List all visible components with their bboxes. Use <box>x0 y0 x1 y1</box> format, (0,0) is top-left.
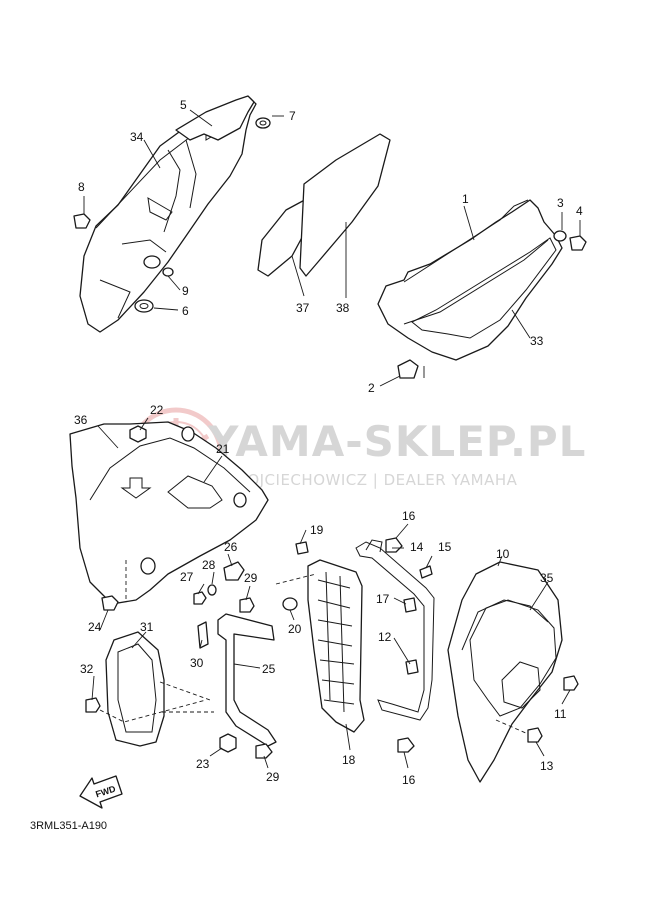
part-4-bolt <box>569 235 587 251</box>
part-27-bolt <box>193 591 207 605</box>
callout-35: 35 <box>540 571 554 585</box>
callout-37: 37 <box>296 301 310 315</box>
callouts: 1 2 3 4 5 6 7 8 9 10 11 12 13 14 15 16 1… <box>74 98 583 787</box>
part-30-plate <box>197 621 209 649</box>
part-29-bolt-lower <box>255 743 273 759</box>
callout-13: 13 <box>540 759 554 773</box>
callout-25: 25 <box>262 662 276 676</box>
part-21-damper <box>140 426 247 575</box>
part-25-stay <box>217 613 277 747</box>
callout-10: 10 <box>496 547 510 561</box>
part-28-collar <box>207 584 217 596</box>
callout-14: 14 <box>410 540 424 554</box>
part-24-bolt <box>101 595 119 611</box>
callout-19: 19 <box>310 523 324 537</box>
callout-17: 17 <box>376 592 390 606</box>
callout-3: 3 <box>557 196 564 210</box>
part-1-side-cover <box>377 199 563 361</box>
callout-24: 24 <box>88 620 102 634</box>
callout-2: 2 <box>368 381 375 395</box>
callout-16-upper: 16 <box>402 509 416 523</box>
callout-11: 11 <box>554 707 567 721</box>
callout-31: 31 <box>140 620 154 634</box>
callout-33: 33 <box>530 334 544 348</box>
callout-27: 27 <box>180 570 194 584</box>
callout-34: 34 <box>130 130 144 144</box>
callout-16-lower: 16 <box>402 773 416 787</box>
part-13-bolt <box>527 727 543 743</box>
callout-28: 28 <box>202 558 216 572</box>
watermark-title: YAMA-SKLEP.PL <box>207 417 586 466</box>
callout-6: 6 <box>182 304 189 318</box>
part-22-nut <box>129 425 147 443</box>
callout-26: 26 <box>224 540 238 554</box>
part-26-bracket <box>223 561 245 581</box>
part-20-grommet <box>282 597 298 611</box>
part-23-nut <box>219 733 237 753</box>
part-5-cover-bracket <box>175 95 255 141</box>
part-12-nut <box>405 659 419 675</box>
fwd-arrow-icon: FWD <box>79 775 123 809</box>
callout-29-upper: 29 <box>244 571 258 585</box>
watermark-subtitle: WOJCIECHOWICZ | DEALER YAMAHA <box>232 471 518 489</box>
part-29-bolt-upper <box>239 597 255 613</box>
part-17-nut <box>403 597 417 613</box>
part-16-bolt-upper <box>385 537 403 553</box>
callout-1: 1 <box>462 192 469 206</box>
part-33-decal <box>411 237 557 339</box>
callout-9: 9 <box>182 284 189 298</box>
callout-20: 20 <box>288 622 302 636</box>
part-35-decal <box>469 599 557 717</box>
part-3-collar <box>553 230 567 242</box>
callout-18: 18 <box>342 753 356 767</box>
callout-38: 38 <box>336 301 350 315</box>
part-32-bolt <box>85 697 101 713</box>
callout-23: 23 <box>196 757 210 771</box>
leader-lines <box>83 109 581 769</box>
part-16-bolt-lower <box>397 737 415 753</box>
diagram-code: 3RML351-A190 <box>30 820 107 832</box>
callout-21: 21 <box>216 442 230 456</box>
part-8-bolt <box>73 213 91 229</box>
part-36-air-scoop <box>69 421 269 605</box>
callout-29-lower: 29 <box>266 770 280 784</box>
callout-4: 4 <box>576 204 583 218</box>
part-14-radiator-frame <box>355 539 435 721</box>
part-18-radiator-guard <box>307 559 365 733</box>
part-19-clip <box>295 541 309 555</box>
part-6-grommet <box>134 299 154 313</box>
part-10-radiator-shroud <box>447 561 563 783</box>
part-38-graphic-decal <box>299 133 391 277</box>
part-2-grommet <box>397 359 419 379</box>
callout-5: 5 <box>180 98 187 112</box>
callout-36: 36 <box>74 413 88 427</box>
callout-12: 12 <box>378 630 392 644</box>
callout-22: 22 <box>150 403 164 417</box>
callout-30: 30 <box>190 656 204 670</box>
part-11-bolt <box>563 675 579 691</box>
callout-15: 15 <box>438 540 452 554</box>
callout-7: 7 <box>289 109 296 123</box>
callout-32: 32 <box>80 662 94 676</box>
callout-8: 8 <box>78 180 85 194</box>
part-7-grommet <box>255 117 271 129</box>
part-31-radiator-cover <box>105 631 165 747</box>
